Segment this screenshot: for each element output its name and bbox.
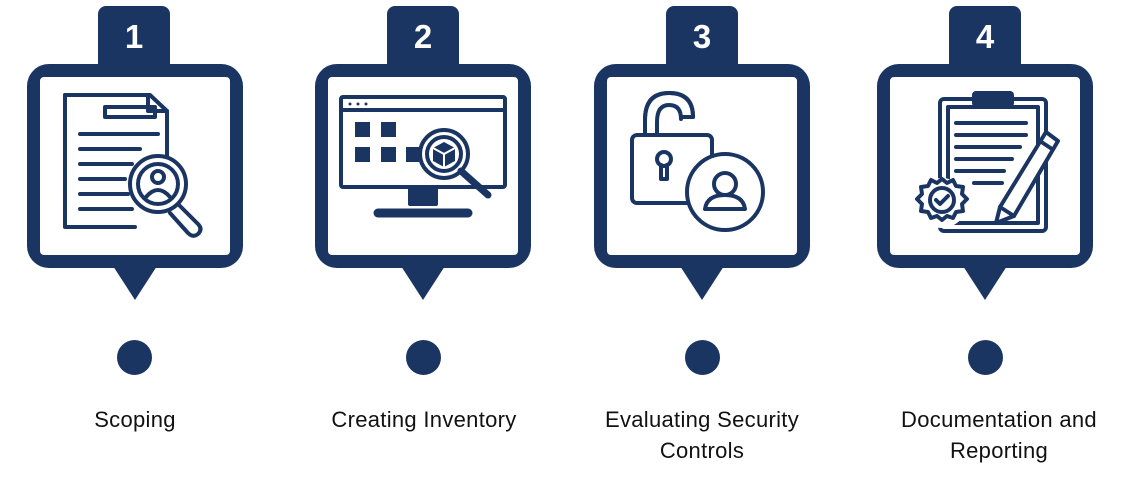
clipboard-pen-gear-icon	[915, 91, 1060, 233]
step-label-4: Documentation and Reporting	[901, 407, 1097, 463]
step-1: 1 Scoping	[27, 0, 257, 477]
step-dot-2	[406, 340, 441, 375]
step-number-2: 2	[387, 6, 459, 70]
step-card-3	[594, 64, 810, 268]
step-label-2: Creating Inventory	[331, 407, 517, 432]
step-pointer-1	[113, 266, 157, 300]
step-number-3: 3	[666, 6, 738, 70]
monitor-inventory-search-icon	[339, 95, 507, 218]
step-number-1: 1	[98, 6, 170, 70]
step-4: 4 Documentation an	[877, 0, 1107, 477]
padlock-user-icon	[630, 91, 765, 232]
step-label-3: Evaluating Security Controls	[604, 407, 800, 463]
step-card-1	[27, 64, 243, 268]
step-pointer-4	[963, 266, 1007, 300]
step-card-2	[315, 64, 531, 268]
step-dot-3	[685, 340, 720, 375]
step-2: 2	[315, 0, 545, 477]
step-dot-1	[117, 340, 152, 375]
step-pointer-3	[680, 266, 724, 300]
step-label-1: Scoping	[94, 407, 176, 432]
step-number-4: 4	[949, 6, 1021, 70]
document-search-user-icon	[63, 93, 203, 238]
step-dot-4	[968, 340, 1003, 375]
step-pointer-2	[401, 266, 445, 300]
step-3: 3 Evaluating Security Controls	[594, 0, 824, 477]
step-card-4	[877, 64, 1093, 268]
